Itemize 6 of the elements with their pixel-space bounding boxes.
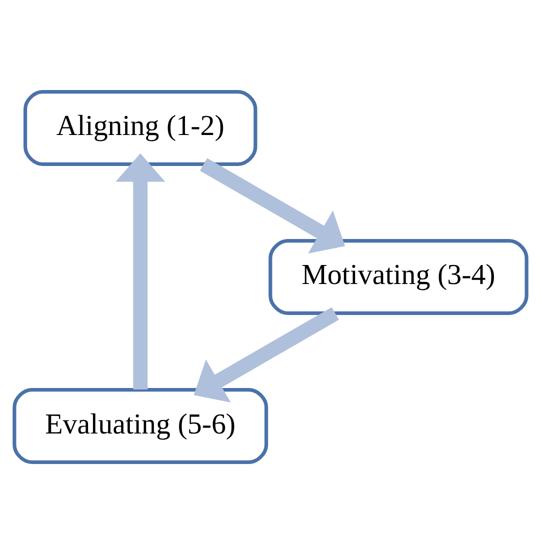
arrow: [200, 158, 346, 253]
node-box: Motivating (3-4): [268, 238, 528, 314]
node-box: Evaluating (5-6): [12, 388, 268, 464]
node-box: Aligning (1-2): [23, 89, 258, 166]
arrow: [116, 152, 166, 389]
arrow: [194, 306, 339, 402]
